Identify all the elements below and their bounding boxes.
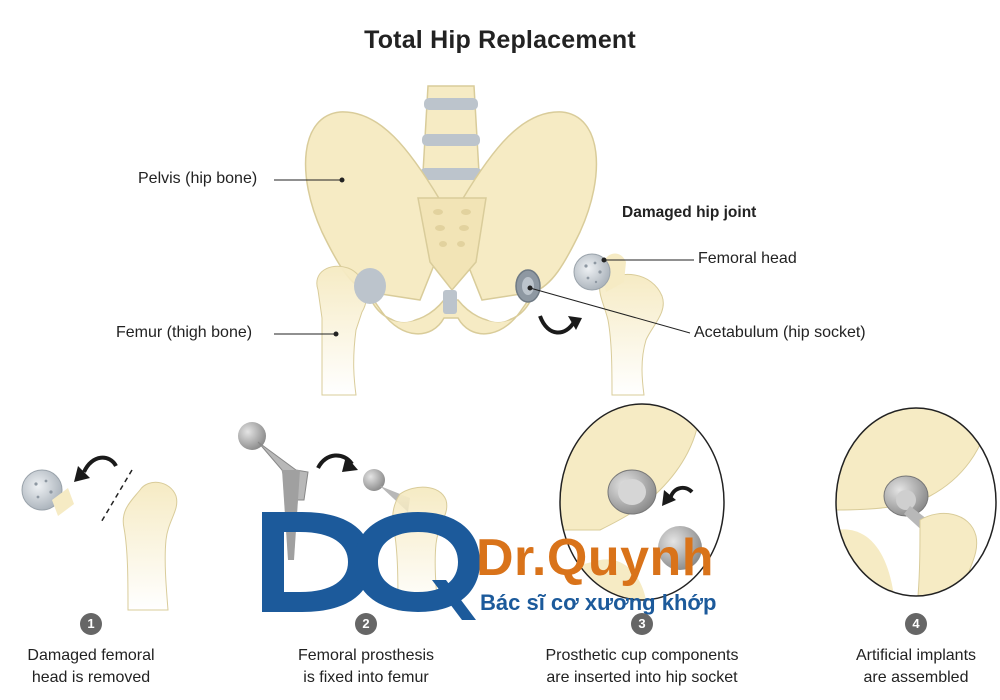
- step-3-caption: Prosthetic cup components are inserted i…: [512, 645, 772, 689]
- caption-line: are assembled: [863, 669, 969, 686]
- caption-line: Damaged femoral: [27, 647, 155, 664]
- step-number-badge: 4: [905, 613, 927, 635]
- caption-line: Femoral prosthesis: [297, 647, 435, 664]
- damaged-femur-illustration: [573, 253, 664, 396]
- step-number-badge: 3: [631, 613, 653, 635]
- caption-line: Prosthetic cup components: [545, 647, 739, 664]
- watermark-logo: [262, 512, 480, 620]
- step-2-caption: Femoral prosthesis is fixed into femur: [236, 645, 496, 689]
- step-1-caption: Damaged femoral head is removed: [0, 645, 221, 689]
- caption-line: Artificial implants: [855, 647, 977, 664]
- diagram-title: Total Hip Replacement: [364, 26, 636, 54]
- femur-label: Femur (thigh bone): [116, 324, 253, 341]
- step-1-illustration: [21, 455, 178, 611]
- femoral-head-label: Femoral head: [698, 250, 797, 267]
- caption-line: are inserted into hip socket: [546, 669, 738, 686]
- watermark-tagline: Bác sĩ cơ xương khớp: [480, 590, 717, 615]
- pelvis-illustration: [304, 85, 598, 396]
- watermark-brand: Dr.Quynh: [476, 529, 715, 587]
- step-3-illustration: [559, 403, 725, 601]
- acetabulum-label: Acetabulum (hip socket): [694, 324, 866, 341]
- caption-line: head is removed: [31, 669, 151, 686]
- caption-line: is fixed into femur: [303, 669, 429, 686]
- pelvis-label: Pelvis (hip bone): [138, 170, 258, 187]
- curved-arrow-icon: [538, 315, 576, 335]
- step-4-illustration: [835, 407, 997, 597]
- leader-lines: [274, 177, 694, 337]
- step-number-badge: 2: [355, 613, 377, 635]
- damaged-hip-joint-heading: Damaged hip joint: [622, 204, 757, 221]
- step-number-badge: 1: [80, 613, 102, 635]
- step-4-caption: Artificial implants are assembled: [786, 645, 1000, 689]
